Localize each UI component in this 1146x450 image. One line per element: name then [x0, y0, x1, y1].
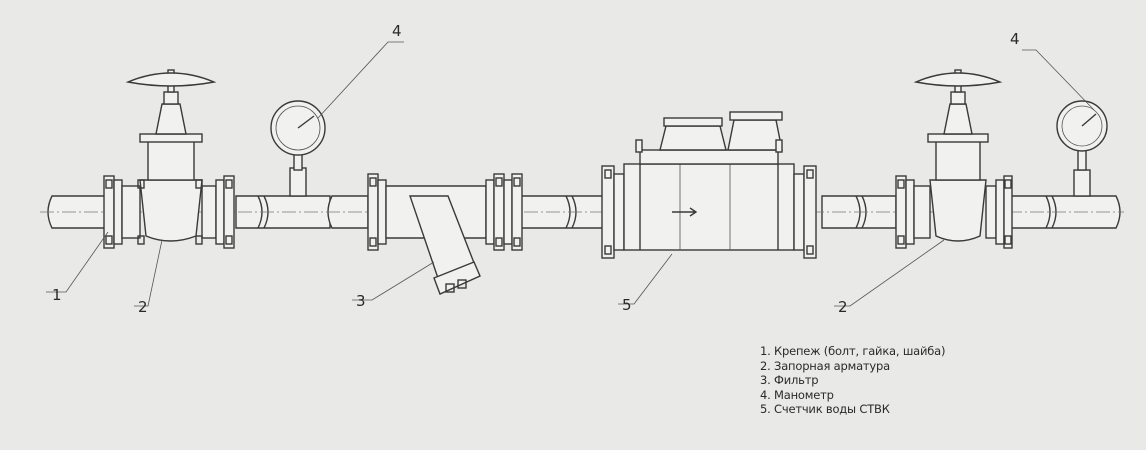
register-housing	[659, 125, 727, 151]
legend-item: 3. Фильтр	[760, 373, 819, 387]
flange	[215, 179, 225, 245]
meter-top	[639, 149, 779, 165]
yoke	[155, 103, 187, 135]
pressure-gauge-left	[270, 100, 326, 197]
leader-line	[317, 41, 404, 119]
callout-3: 3	[356, 292, 366, 310]
callout-5: 5	[622, 296, 632, 314]
gauge-stem	[293, 153, 303, 171]
valve-body	[121, 185, 141, 239]
callout-4-right: 4	[1010, 30, 1020, 48]
flange	[803, 165, 817, 259]
leader-line	[134, 239, 163, 307]
flow-arrow	[672, 207, 698, 217]
flange	[377, 179, 387, 245]
handwheel	[125, 72, 217, 87]
callout-4-left: 4	[392, 22, 402, 40]
pressure-gauge-right	[1056, 100, 1108, 197]
stem	[950, 91, 966, 105]
flange	[503, 179, 513, 245]
flange	[613, 173, 625, 251]
gauge-stem	[1077, 149, 1087, 171]
valve-body	[139, 179, 203, 242]
gate-valve-right	[895, 69, 1013, 249]
stem	[163, 91, 179, 105]
flange	[905, 179, 915, 245]
leader-line	[1022, 49, 1095, 111]
legend-item: 2. Запорная арматура	[760, 358, 890, 373]
flange-bolts	[897, 179, 1012, 245]
flange	[113, 179, 123, 245]
gauge-stem	[1073, 169, 1091, 197]
leader-line	[352, 261, 435, 301]
gauge-stem	[289, 167, 307, 197]
valve-body	[913, 185, 931, 239]
legend: 1. Крепеж (болт, гайка, шайба) 2. Запорн…	[760, 344, 945, 417]
leader-line	[46, 231, 109, 293]
seal-pin	[775, 139, 783, 153]
water-meter	[601, 111, 817, 259]
seal-pin	[635, 139, 643, 153]
bonnet-flange	[927, 133, 989, 143]
yoke	[943, 103, 973, 135]
legend-item: 5. Счетчик воды СТВК	[760, 402, 890, 416]
flange	[793, 173, 805, 251]
register-cap	[663, 117, 723, 127]
callout-2-right: 2	[838, 298, 848, 316]
valve-body	[929, 179, 987, 242]
flange-bolts	[604, 169, 814, 255]
flange	[995, 179, 1005, 245]
leader-line	[834, 239, 945, 307]
gate-valve-left	[103, 69, 235, 249]
bonnet	[935, 139, 981, 181]
flange	[485, 179, 495, 245]
flange	[601, 165, 615, 259]
legend-item: 1. Крепеж (болт, гайка, шайба)	[760, 344, 946, 358]
bonnet	[147, 139, 195, 181]
meter-body	[623, 163, 795, 251]
handwheel	[913, 72, 1003, 87]
gauge-needle	[1081, 113, 1097, 127]
legend-item: 4. Манометр	[760, 387, 834, 402]
flange	[223, 175, 235, 249]
bonnet-flange	[139, 133, 203, 143]
flange	[511, 173, 523, 251]
flange-bolts	[369, 177, 521, 293]
callout-1: 1	[52, 286, 62, 304]
flange	[1003, 175, 1013, 249]
strainer-filter	[367, 173, 523, 295]
callout-2-left: 2	[138, 298, 148, 316]
register-housing	[727, 119, 783, 151]
flange-bolts	[105, 179, 233, 245]
register-cap	[729, 111, 783, 121]
leader-line	[618, 253, 673, 305]
valve-body	[985, 185, 997, 239]
leader-lines	[46, 41, 1095, 307]
gauge-needle	[297, 115, 315, 129]
valve-body	[201, 185, 217, 239]
pipe-segment	[47, 195, 109, 229]
